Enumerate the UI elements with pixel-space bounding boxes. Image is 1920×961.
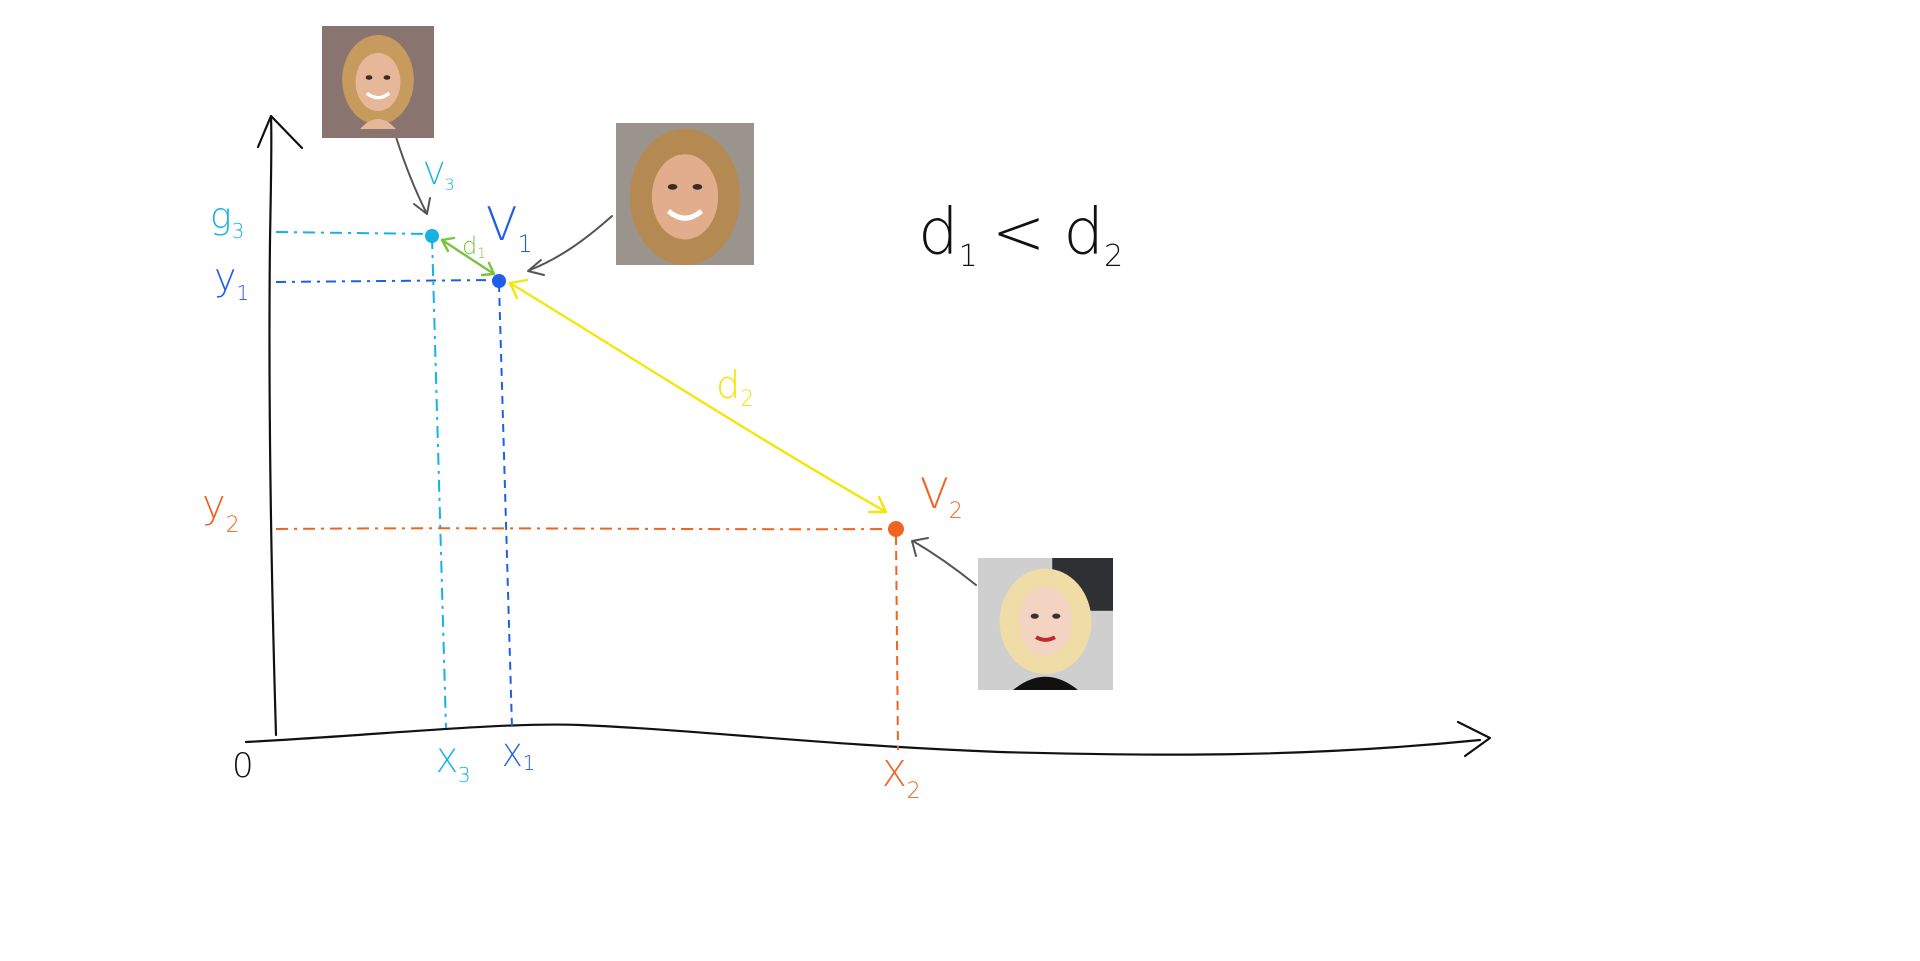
inequality-right-subscript: 2: [1104, 239, 1123, 274]
photo-v3-pointer-line: [395, 136, 427, 213]
x2-subscript: 2: [907, 779, 921, 804]
d2-letter: d: [716, 363, 740, 407]
y1-tick-label: y1: [214, 255, 249, 305]
y1-subscript: 1: [237, 281, 250, 305]
v1-letter: V: [486, 197, 517, 251]
v2-subscript: 2: [949, 499, 963, 524]
photo-v2-pointer-line: [912, 540, 977, 586]
x-axis-arrowhead: [1456, 720, 1492, 758]
face-photo-icon: [978, 558, 1113, 690]
d2-arrow-line: [508, 281, 888, 514]
x1-subscript: 1: [523, 751, 536, 775]
d2-arrowhead-end: [867, 495, 888, 514]
v3-subscript: 3: [445, 175, 455, 194]
photo-v2-pointer-head: [911, 537, 929, 557]
x3-subscript: 3: [458, 763, 471, 787]
face-photo-icon: [616, 123, 754, 265]
photo-v1: [616, 123, 754, 265]
v1-point: [492, 274, 506, 288]
x3-letter: X: [436, 742, 458, 780]
inequality-left-letter: d: [918, 196, 959, 270]
d2-subscript: 2: [740, 387, 754, 412]
d1-arrowhead-end: [480, 261, 496, 277]
photo-v1-pointer-head: [527, 259, 545, 276]
d1-subscript: 1: [477, 246, 486, 262]
v1-label: V1: [486, 197, 533, 258]
inequality-right-letter: d: [1063, 196, 1104, 270]
v3-label: V3: [424, 157, 455, 194]
d1-arrow-line: [440, 238, 496, 276]
v2-horizontal-guide: [275, 527, 891, 531]
v3-letter: V: [424, 157, 445, 192]
v1-horizontal-guide: [275, 279, 494, 283]
y2-tick-label: y2: [202, 482, 240, 538]
inequality-expression: d1<d2: [918, 196, 1123, 274]
y2-letter: y: [202, 482, 226, 528]
v1-subscript: 1: [517, 230, 532, 258]
x1-tick-label: X1: [502, 739, 535, 775]
photo-v3: [322, 26, 434, 138]
v3-vertical-guide: [431, 236, 447, 729]
y3-subscript: 3: [232, 219, 245, 243]
origin-label: 0: [232, 746, 254, 786]
v2-label: V2: [920, 469, 963, 524]
x3-tick-label: X3: [436, 742, 471, 787]
d2-arrowhead-start: [508, 278, 529, 300]
face-photo-icon: [322, 26, 434, 138]
inequality-left-subscript: 1: [959, 239, 978, 274]
x2-tick-label: X2: [882, 754, 921, 804]
v3-horizontal-guide: [275, 231, 432, 235]
x1-letter: X: [502, 739, 523, 774]
y3-tick-label: g3: [210, 196, 244, 243]
x2-letter: X: [882, 754, 907, 795]
photo-v2: [978, 558, 1113, 690]
d1-letter: d: [462, 232, 477, 260]
y1-letter: y: [214, 255, 237, 299]
y-axis-arrowhead: [256, 114, 304, 150]
v3-point: [425, 229, 439, 243]
d1-arrowhead-start: [440, 236, 456, 253]
v2-vertical-guide: [895, 535, 899, 751]
v1-vertical-guide: [498, 283, 513, 729]
y3-letter: g: [210, 196, 232, 237]
x-axis: [244, 723, 1482, 756]
y2-subscript: 2: [226, 513, 240, 538]
photo-v3-pointer-head: [413, 197, 431, 215]
v2-point: [888, 521, 904, 537]
photo-v1-pointer-line: [529, 215, 613, 271]
d2-label: d2: [716, 363, 754, 412]
inequality-operator: <: [992, 196, 1046, 270]
v2-letter: V: [920, 469, 949, 518]
y-axis: [268, 116, 278, 737]
d1-label: d1: [462, 232, 486, 262]
